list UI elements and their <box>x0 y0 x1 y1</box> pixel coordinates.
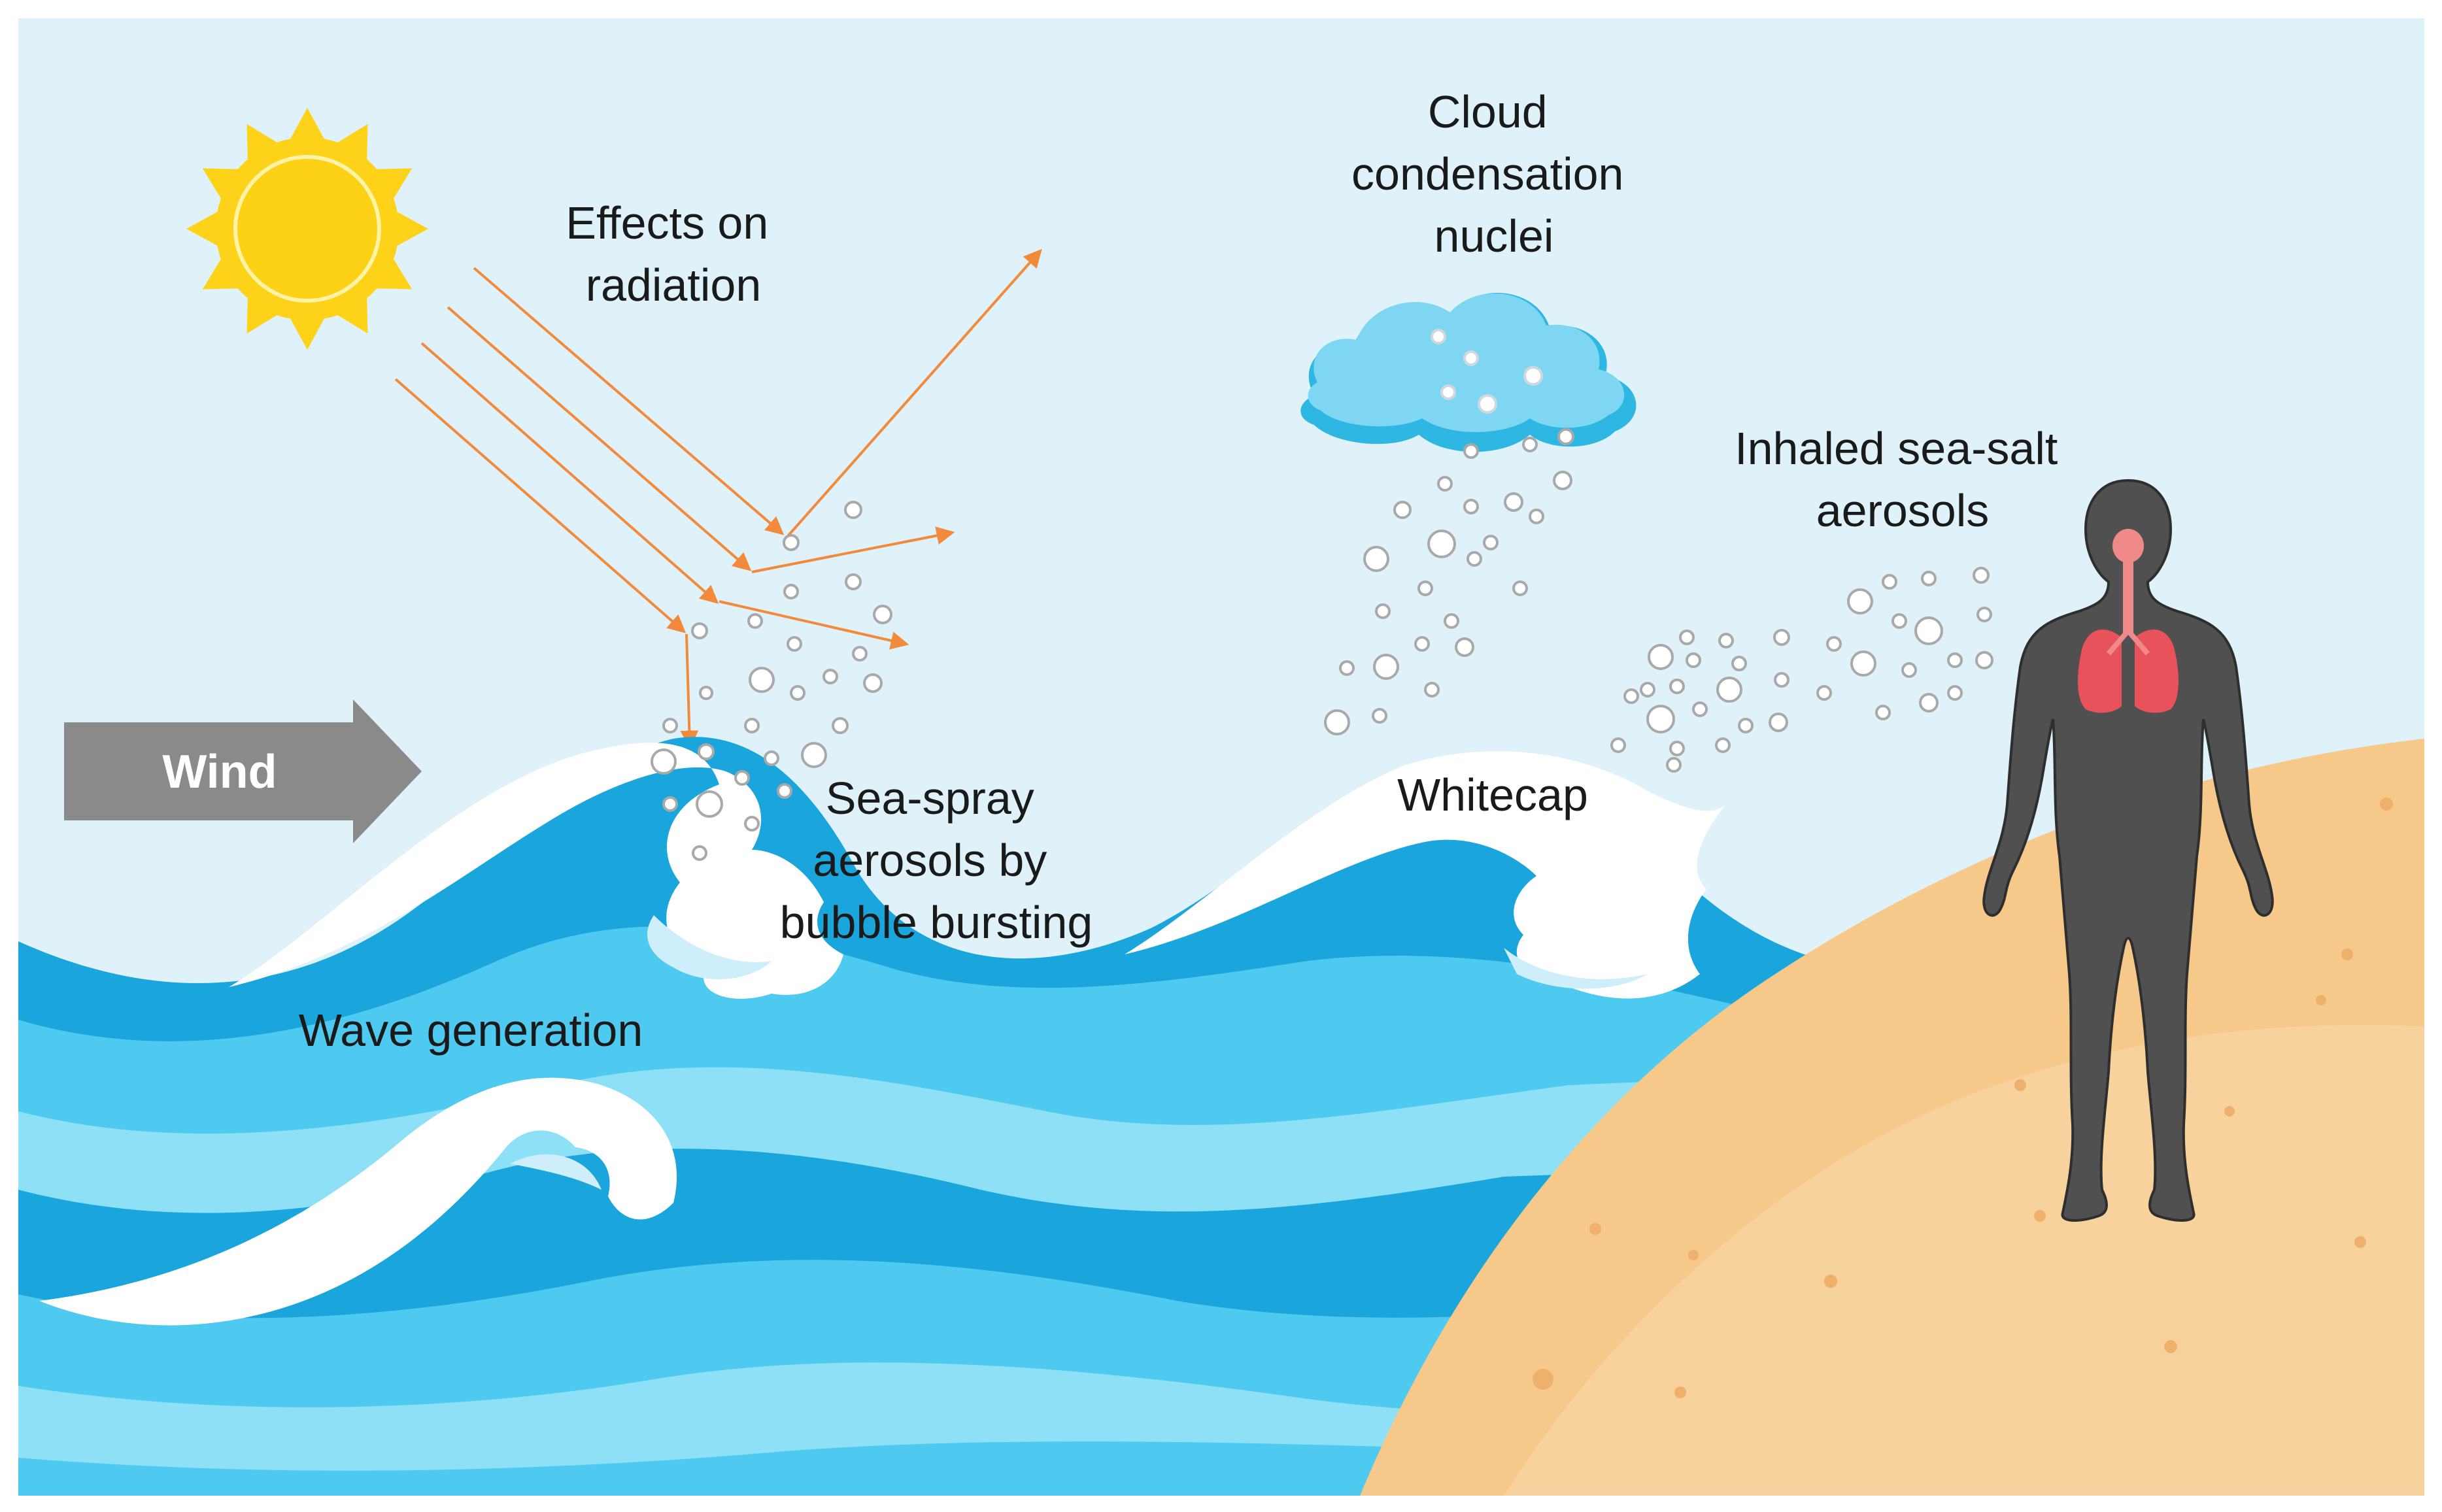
cloud-condensation-nuclei-label: Cloud condensation nuclei <box>1351 86 1636 261</box>
wave-generation-label: Wave generation <box>299 1005 643 1056</box>
wave-foam <box>39 743 1726 1326</box>
wind-arrow-icon <box>64 699 422 843</box>
human-figure-icon <box>1982 479 2274 1222</box>
sun-icon <box>186 108 428 350</box>
foam-shading <box>510 915 1648 1190</box>
lungs-icon <box>2078 529 2179 713</box>
sea-spray-aerosols-label: Sea-spray aerosols by bubble bursting <box>780 773 1093 948</box>
effects-on-radiation-label: Effects on radiation <box>566 197 781 311</box>
inhaled-sea-salt-aerosols-label: Inhaled sea-salt aerosols <box>1735 423 2071 536</box>
wind-label: Wind <box>162 746 277 798</box>
whitecap-label: Whitecap <box>1397 769 1588 820</box>
aerosol-bubbles <box>651 329 1993 861</box>
radiation-arrows <box>394 248 1042 749</box>
